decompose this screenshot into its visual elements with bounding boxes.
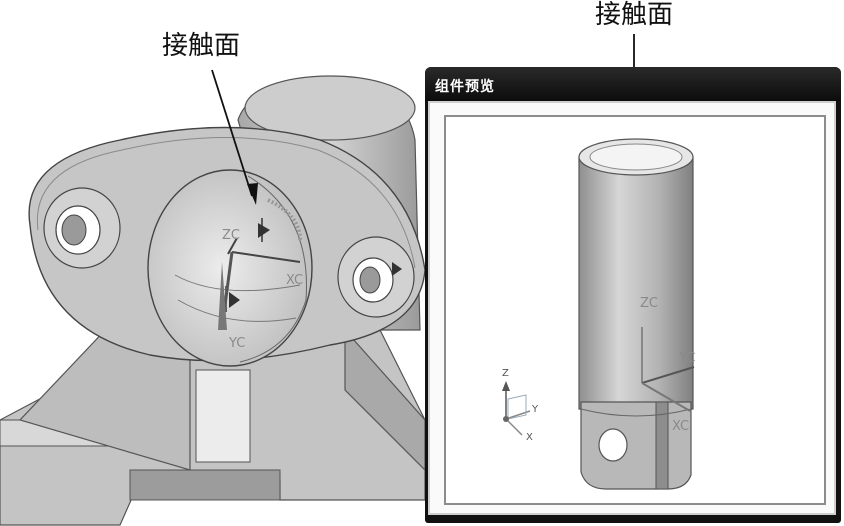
component-preview-window[interactable]: 组件预览	[425, 67, 841, 523]
contact-face-callout-right: 接触面	[595, 0, 674, 30]
view-triad	[502, 381, 531, 436]
triad-label-x: X	[526, 432, 533, 443]
axis-label-xc-left: XC	[286, 273, 304, 288]
pin-model[interactable]	[446, 117, 824, 503]
axis-label-yc-preview: YC	[679, 351, 696, 366]
axis-label-zc-preview: ZC	[640, 296, 658, 311]
axis-label-yc-left: YC	[229, 336, 246, 351]
preview-viewport[interactable]: ZC YC XC Z Y X	[444, 115, 826, 505]
preview-title: 组件预览	[435, 79, 495, 95]
preview-frame: ZC YC XC Z Y X	[428, 101, 836, 515]
axis-label-xc-preview: XC	[672, 419, 690, 434]
callout-left-leader	[211, 69, 258, 205]
triad-label-z: Z	[502, 368, 509, 379]
triad-label-y: Y	[532, 404, 539, 415]
axis-label-zc-left: ZC	[222, 228, 240, 243]
bracket-model[interactable]	[0, 75, 426, 526]
preview-titlebar[interactable]: 组件预览	[425, 67, 841, 101]
contact-face-callout-left: 接触面	[162, 31, 241, 61]
